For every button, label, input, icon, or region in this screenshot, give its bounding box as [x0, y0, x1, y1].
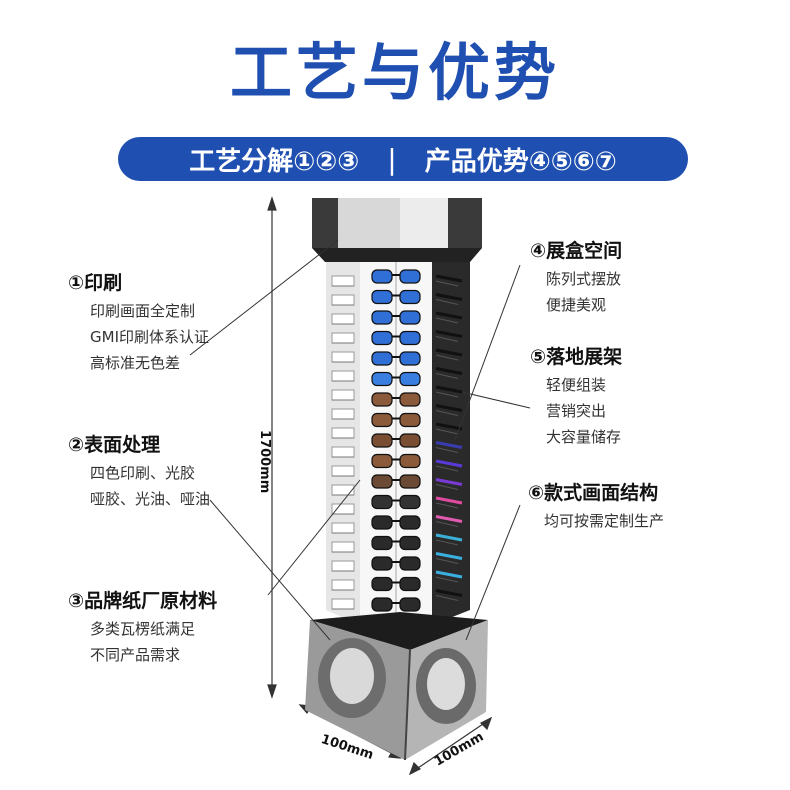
feature-line: 轻便组装 — [546, 376, 607, 394]
sunglasses-item — [371, 330, 421, 346]
sunglasses-item — [371, 494, 421, 510]
display-hook — [331, 465, 355, 477]
feature-display-space: ④展盒空间 陈列式摆放 便捷美观 — [530, 236, 622, 315]
feature-heading: ①印刷 — [68, 272, 123, 294]
display-hook — [331, 275, 355, 287]
side-sunglasses-item — [435, 422, 463, 435]
sunglasses-item — [371, 433, 421, 448]
display-hook — [331, 370, 355, 382]
banner-right-text: 产品优势④⑤⑥⑦ — [424, 146, 617, 177]
sunglasses-item — [371, 453, 421, 469]
display-hook — [331, 522, 355, 534]
sunglasses-item — [371, 576, 421, 592]
height-dimension-label: 1700mm — [257, 430, 272, 494]
banner-separator: | — [387, 142, 397, 176]
feature-heading: ③品牌纸厂原材料 — [68, 590, 218, 612]
right-side-sunglasses — [435, 274, 463, 601]
side-sunglasses-item — [435, 478, 463, 490]
side-sunglasses-item — [435, 589, 463, 601]
sunglasses-item — [371, 289, 421, 305]
sunglasses-item — [371, 597, 421, 612]
display-hook — [331, 579, 355, 591]
side-sunglasses-item — [435, 404, 463, 416]
section-banner: 工艺分解①②③ | 产品优势④⑤⑥⑦ — [118, 137, 688, 181]
sunglasses-item — [371, 412, 421, 428]
feature-line: 营销突出 — [546, 402, 607, 420]
side-sunglasses-item — [435, 348, 463, 361]
feature-floor-stand: ⑤落地展架 轻便组装 营销突出 大容量储存 — [530, 342, 622, 447]
side-sunglasses-item — [435, 311, 463, 324]
feature-line: 多类瓦楞纸满足 — [90, 620, 196, 638]
feature-heading: ②表面处理 — [68, 434, 161, 456]
feature-line: 均可按需定制生产 — [544, 512, 665, 530]
display-hook — [331, 408, 355, 420]
feature-line: 高标准无色差 — [90, 354, 181, 372]
side-sunglasses-item — [435, 367, 463, 379]
feature-surface-treatment: ②表面处理 四色印刷、光胶 哑胶、光油、哑油 — [68, 430, 210, 509]
side-sunglasses-item — [435, 552, 463, 564]
display-hook — [331, 446, 355, 458]
side-sunglasses-item — [435, 459, 463, 472]
display-hook — [331, 484, 355, 496]
feature-line: GMI印刷体系认证 — [90, 328, 209, 346]
feature-line: 大容量储存 — [546, 428, 622, 446]
feature-line: 四色印刷、光胶 — [90, 464, 196, 482]
feature-line: 哑胶、光油、哑油 — [90, 490, 211, 508]
side-sunglasses-item — [435, 496, 463, 509]
display-hook — [331, 332, 355, 344]
sunglasses-column — [371, 269, 421, 612]
feature-heading: ⑤落地展架 — [530, 346, 623, 368]
side-sunglasses-item — [435, 515, 463, 527]
display-hook — [331, 294, 355, 306]
display-hook — [331, 560, 355, 572]
side-sunglasses-item — [435, 533, 463, 546]
rack-top-header — [312, 198, 482, 262]
feature-custom-design: ⑥款式画面结构 均可按需定制生产 — [528, 478, 664, 531]
sunglasses-item — [371, 556, 421, 571]
height-dimension-arrow — [267, 196, 277, 699]
display-hook — [331, 389, 355, 401]
feature-heading: ⑥款式画面结构 — [528, 482, 659, 504]
display-hook — [331, 427, 355, 439]
sunglasses-item — [371, 515, 421, 530]
side-sunglasses-item — [435, 570, 463, 583]
display-hook — [331, 541, 355, 553]
feature-heading: ④展盒空间 — [530, 240, 623, 262]
display-hook — [331, 503, 355, 515]
banner-left-text: 工艺分解①②③ — [189, 146, 360, 177]
feature-line: 陈列式摆放 — [546, 270, 622, 288]
rack-base-box — [305, 612, 488, 761]
feature-materials: ③品牌纸厂原材料 多类瓦楞纸满足 不同产品需求 — [68, 586, 217, 665]
sunglasses-item — [371, 351, 421, 366]
sunglasses-item — [371, 310, 421, 325]
sunglasses-item — [371, 474, 421, 489]
sunglasses-item — [371, 535, 421, 551]
sunglasses-item — [371, 269, 421, 284]
side-sunglasses-item — [435, 441, 463, 453]
side-sunglasses-item — [435, 385, 463, 398]
sunglasses-item — [371, 371, 421, 387]
side-sunglasses-item — [435, 293, 463, 305]
left-side-hooks — [331, 275, 355, 610]
callout-leader-lines — [189, 239, 531, 641]
sunglasses-item — [371, 392, 421, 407]
feature-line: 不同产品需求 — [90, 646, 181, 664]
side-sunglasses-item — [435, 330, 463, 342]
display-hook — [331, 351, 355, 363]
display-hook — [331, 313, 355, 325]
display-hook — [331, 598, 355, 610]
side-sunglasses-item — [435, 274, 463, 287]
feature-printing: ①印刷 印刷画面全定制 GMI印刷体系认证 高标准无色差 — [68, 268, 209, 373]
feature-line: 便捷美观 — [546, 296, 607, 314]
feature-line: 印刷画面全定制 — [90, 302, 196, 320]
page-title: 工艺与优势 — [229, 36, 560, 109]
